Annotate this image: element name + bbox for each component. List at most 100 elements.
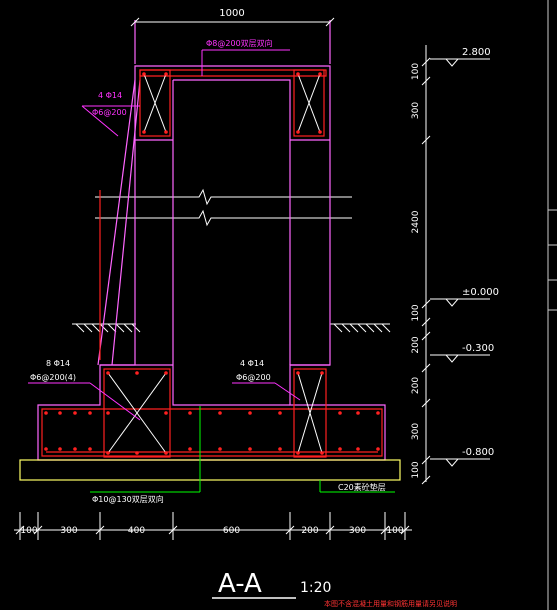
rebar-dot	[106, 451, 110, 455]
rebar-dot	[44, 447, 48, 451]
hatch-stroke	[333, 323, 343, 333]
dimension-right-value: 100	[411, 304, 421, 321]
rebar-dot	[296, 451, 300, 455]
top-left-stirrup-label: Φ6@200	[92, 108, 127, 117]
sheet-border	[547, 0, 557, 610]
bottom-left-bars-label: 8 Φ14	[46, 359, 70, 368]
dimension-bottom-value: 300	[60, 526, 77, 536]
dimension-tick	[421, 76, 431, 86]
elevation-triangle	[444, 58, 460, 67]
elevation-value: ±0.000	[462, 287, 499, 298]
elevation-value: -0.300	[462, 343, 494, 354]
top-stirrup-label: Φ8@200双层双向	[206, 38, 273, 48]
rebar-dot	[135, 451, 139, 455]
hatch-stroke	[349, 323, 359, 333]
rebar-dot	[164, 130, 168, 134]
dimension-top-label: 1000	[219, 8, 244, 19]
rebar-dots	[44, 72, 380, 455]
dimension-bottom-value: 100	[386, 526, 403, 536]
dimension-tick	[421, 135, 431, 145]
rebar-dot	[278, 411, 282, 415]
dimension-bottom-value: 400	[128, 526, 145, 536]
elevation-value: -0.800	[462, 447, 494, 458]
dimension-tick	[421, 57, 431, 67]
rebar-dot	[88, 411, 92, 415]
elevation-markers: 2.800 ±0.000 -0.300 -0.800	[430, 47, 499, 467]
rebar-dot	[356, 411, 360, 415]
bottom-right-bars-label: 4 Φ14	[240, 359, 264, 368]
rebar-dot	[164, 451, 168, 455]
hatch-stroke	[131, 323, 141, 333]
cushion-label: C20素砼垫层	[338, 482, 386, 492]
dimension-bottom-value: 200	[301, 526, 318, 536]
rebar-dot	[278, 447, 282, 451]
rebar-dot	[376, 411, 380, 415]
annotation-leaders	[28, 49, 301, 421]
rebar-dot	[188, 411, 192, 415]
rebar-dot	[296, 371, 300, 375]
dimension-right	[421, 45, 431, 485]
rebar-dot	[218, 411, 222, 415]
dimension-tick	[421, 299, 431, 309]
bottom-left-stirrup-label: Φ6@200(4)	[30, 373, 76, 382]
hatch-stroke	[83, 323, 93, 333]
elevation-triangle	[444, 458, 460, 467]
scale-label: 1:20	[300, 580, 331, 596]
dimension-bottom-labels: 100 300 400 600 200 300 100	[20, 526, 403, 536]
elevation-value: 2.800	[462, 47, 491, 58]
rebar-dot	[296, 130, 300, 134]
rebar-dot	[248, 411, 252, 415]
rebar-dot	[58, 411, 62, 415]
cushion-layer	[19, 459, 401, 481]
rebar-dot	[73, 411, 77, 415]
dimension-right-value: 300	[411, 423, 421, 440]
hatch-stroke	[357, 323, 367, 333]
hatch-stroke	[91, 323, 101, 333]
rebar-dot	[296, 72, 300, 76]
rebar-dot	[58, 447, 62, 451]
hatch-stroke	[99, 323, 109, 333]
elevation-triangle	[444, 354, 460, 363]
dimension-tick	[421, 363, 431, 373]
dimension-bottom-value: 300	[349, 526, 366, 536]
dimension-bottom	[14, 512, 412, 540]
hatch-stroke	[107, 323, 117, 333]
hatch-stroke	[365, 323, 375, 333]
rebar-dot	[164, 371, 168, 375]
rebar	[41, 69, 383, 458]
rebar-dot	[318, 72, 322, 76]
dimension-top	[130, 17, 335, 27]
rebar-dot	[318, 130, 322, 134]
rebar-dot	[320, 371, 324, 375]
dimension-right-value: 100	[411, 461, 421, 478]
hatch-stroke	[115, 323, 125, 333]
rebar-dot	[106, 411, 110, 415]
dimension-tick	[421, 331, 431, 341]
dimension-right-value: 200	[411, 377, 421, 394]
rebar-dot	[356, 447, 360, 451]
rebar-dot	[248, 447, 252, 451]
rebar-dot	[164, 411, 168, 415]
dimension-bottom-value: 600	[223, 526, 240, 536]
dimension-tick	[421, 455, 431, 465]
hatch-stroke	[75, 323, 85, 333]
rebar-dot	[320, 451, 324, 455]
dimension-right-value: 200	[411, 336, 421, 353]
rebar-dot	[135, 371, 139, 375]
rebar-dot	[218, 447, 222, 451]
dimension-bottom-value: 100	[20, 526, 37, 536]
ground-hatch	[72, 323, 391, 333]
rebar-dot	[73, 447, 77, 451]
hatch-stroke	[373, 323, 383, 333]
rebar-dot	[88, 447, 92, 451]
dimension-right-value: 100	[411, 63, 421, 80]
base-mesh-label: Φ10@130双层双向	[92, 494, 164, 504]
bottom-right-stirrup-label: Φ6@200	[236, 373, 271, 382]
rebar-dot	[142, 130, 146, 134]
dimension-right-value: 2400	[411, 210, 421, 233]
dimension-tick	[421, 398, 431, 408]
hatch-stroke	[381, 323, 391, 333]
elevation-triangle	[444, 298, 460, 307]
dimension-tick	[421, 475, 431, 485]
